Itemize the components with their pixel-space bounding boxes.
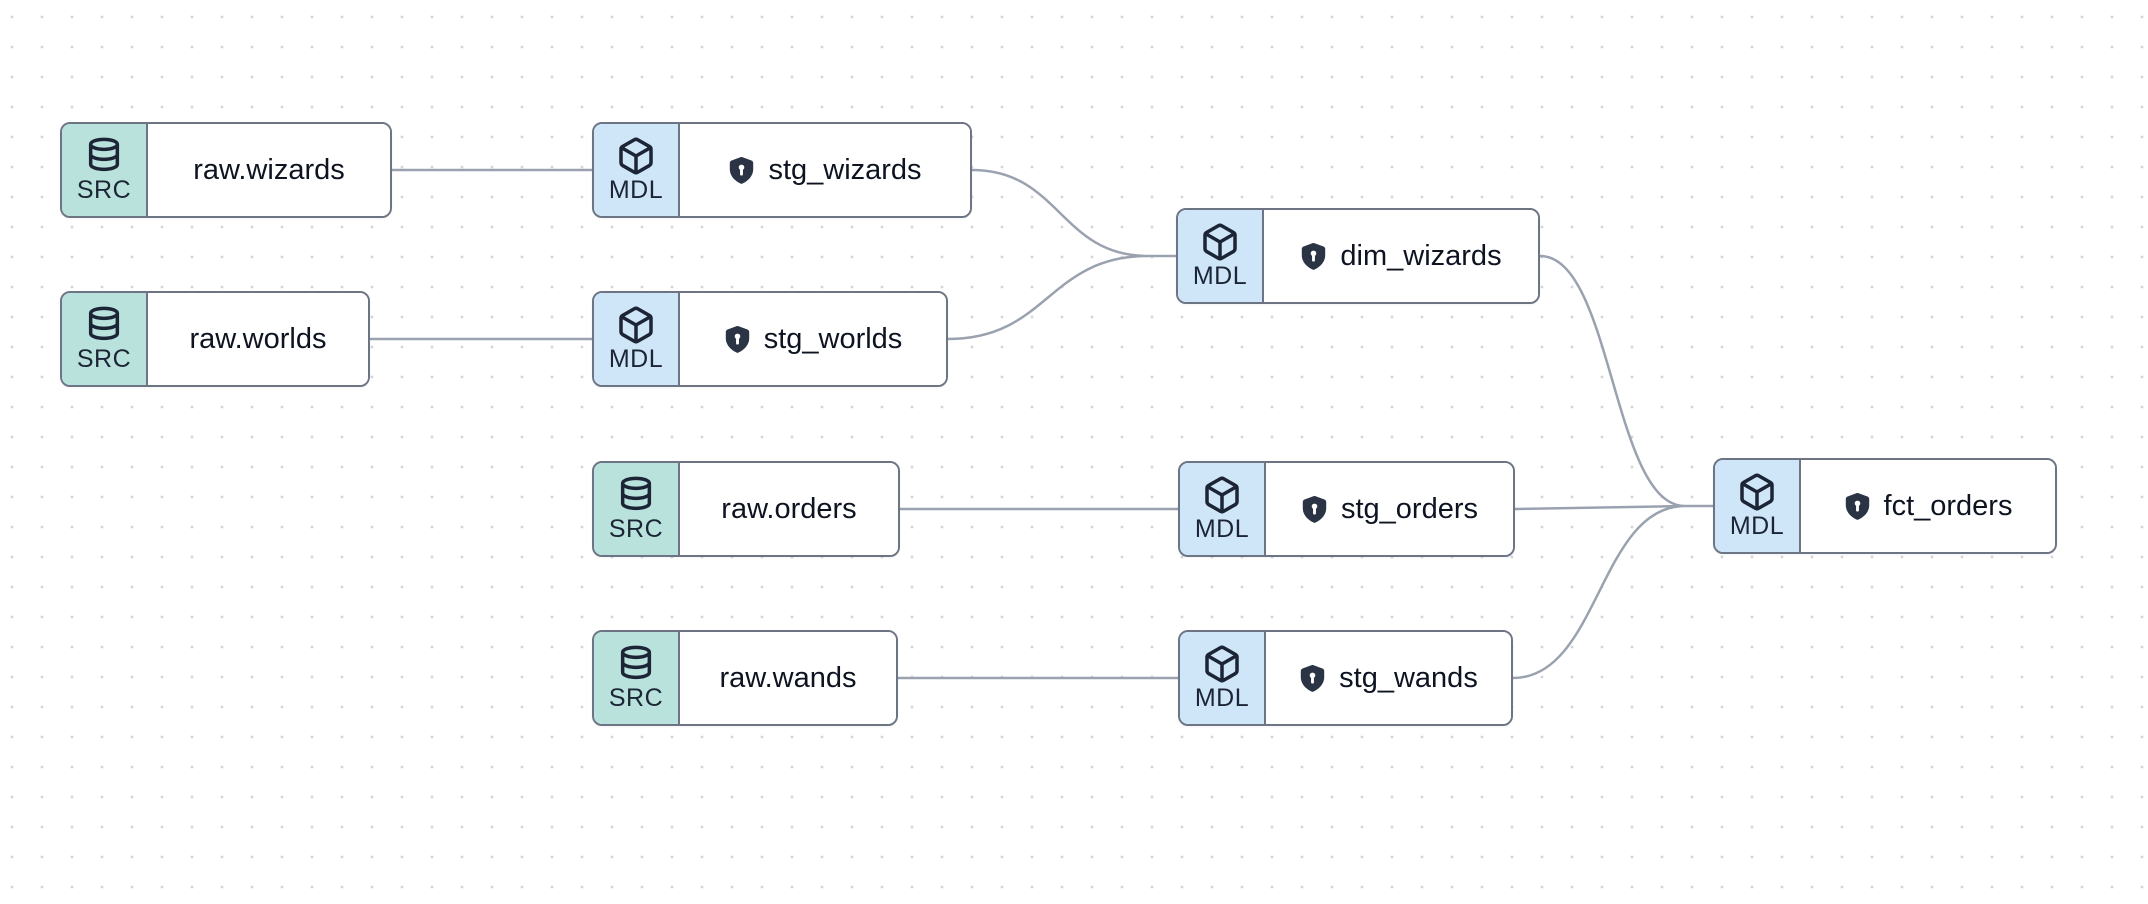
- node-dim-wizards[interactable]: MDL dim_wizards: [1176, 208, 1540, 304]
- node-label: raw.worlds: [189, 322, 327, 355]
- shield-lock-icon: [1844, 492, 1871, 521]
- node-stg-worlds[interactable]: MDL stg_worlds: [592, 291, 948, 387]
- cube-icon: [616, 305, 656, 345]
- node-kind-label: MDL: [608, 344, 664, 373]
- node-kind-label: MDL: [1194, 514, 1250, 543]
- shield-lock-icon: [1301, 495, 1328, 524]
- node-body: dim_wizards: [1264, 210, 1538, 302]
- node-kind-label: SRC: [608, 514, 664, 543]
- database-icon: [84, 136, 124, 176]
- node-kind-badge: SRC: [594, 632, 680, 724]
- cube-icon: [1202, 644, 1242, 684]
- database-icon: [84, 305, 124, 345]
- node-kind-label: SRC: [608, 683, 664, 712]
- node-stg-orders[interactable]: MDL stg_orders: [1178, 461, 1515, 557]
- node-kind-label: MDL: [608, 175, 664, 204]
- node-label: raw.wands: [719, 661, 857, 694]
- node-body: raw.worlds: [148, 293, 368, 385]
- node-raw-worlds[interactable]: SRC raw.worlds: [60, 291, 370, 387]
- node-raw-wands[interactable]: SRC raw.wands: [592, 630, 898, 726]
- node-raw-wizards[interactable]: SRC raw.wizards: [60, 122, 392, 218]
- node-body: fct_orders: [1801, 460, 2055, 552]
- node-label: fct_orders: [1883, 489, 2013, 522]
- node-body: stg_worlds: [680, 293, 946, 385]
- cube-icon: [1200, 222, 1240, 262]
- node-kind-label: MDL: [1194, 683, 1250, 712]
- node-label: stg_orders: [1340, 492, 1478, 525]
- node-body: stg_orders: [1266, 463, 1513, 555]
- node-stg-wizards[interactable]: MDL stg_wizards: [592, 122, 972, 218]
- node-kind-label: MDL: [1729, 511, 1785, 540]
- node-label: dim_wizards: [1340, 239, 1502, 272]
- node-label: stg_wands: [1339, 661, 1478, 694]
- node-body: stg_wizards: [680, 124, 970, 216]
- node-body: raw.wizards: [148, 124, 390, 216]
- node-body: raw.orders: [680, 463, 898, 555]
- node-kind-badge: MDL: [1178, 210, 1264, 302]
- shield-lock-icon: [1299, 664, 1326, 693]
- node-kind-label: SRC: [76, 175, 132, 204]
- node-body: raw.wands: [680, 632, 896, 724]
- node-kind-badge: MDL: [594, 293, 680, 385]
- node-fct-orders[interactable]: MDL fct_orders: [1713, 458, 2057, 554]
- node-kind-badge: MDL: [594, 124, 680, 216]
- node-kind-badge: MDL: [1180, 463, 1266, 555]
- cube-icon: [1737, 472, 1777, 512]
- node-label: raw.orders: [721, 492, 857, 525]
- shield-lock-icon: [724, 325, 751, 354]
- cube-icon: [616, 136, 656, 176]
- database-icon: [616, 644, 656, 684]
- node-kind-badge: SRC: [62, 293, 148, 385]
- node-kind-badge: MDL: [1715, 460, 1801, 552]
- node-raw-orders[interactable]: SRC raw.orders: [592, 461, 900, 557]
- node-label: raw.wizards: [193, 153, 345, 186]
- shield-lock-icon: [1300, 242, 1327, 271]
- node-kind-label: MDL: [1192, 261, 1248, 290]
- node-label: stg_worlds: [763, 322, 903, 355]
- shield-lock-icon: [728, 156, 755, 185]
- node-kind-badge: MDL: [1180, 632, 1266, 724]
- node-body: stg_wands: [1266, 632, 1511, 724]
- node-label: stg_wizards: [768, 153, 922, 186]
- database-icon: [616, 475, 656, 515]
- node-kind-label: SRC: [76, 344, 132, 373]
- node-kind-badge: SRC: [62, 124, 148, 216]
- node-kind-badge: SRC: [594, 463, 680, 555]
- node-stg-wands[interactable]: MDL stg_wands: [1178, 630, 1513, 726]
- cube-icon: [1202, 475, 1242, 515]
